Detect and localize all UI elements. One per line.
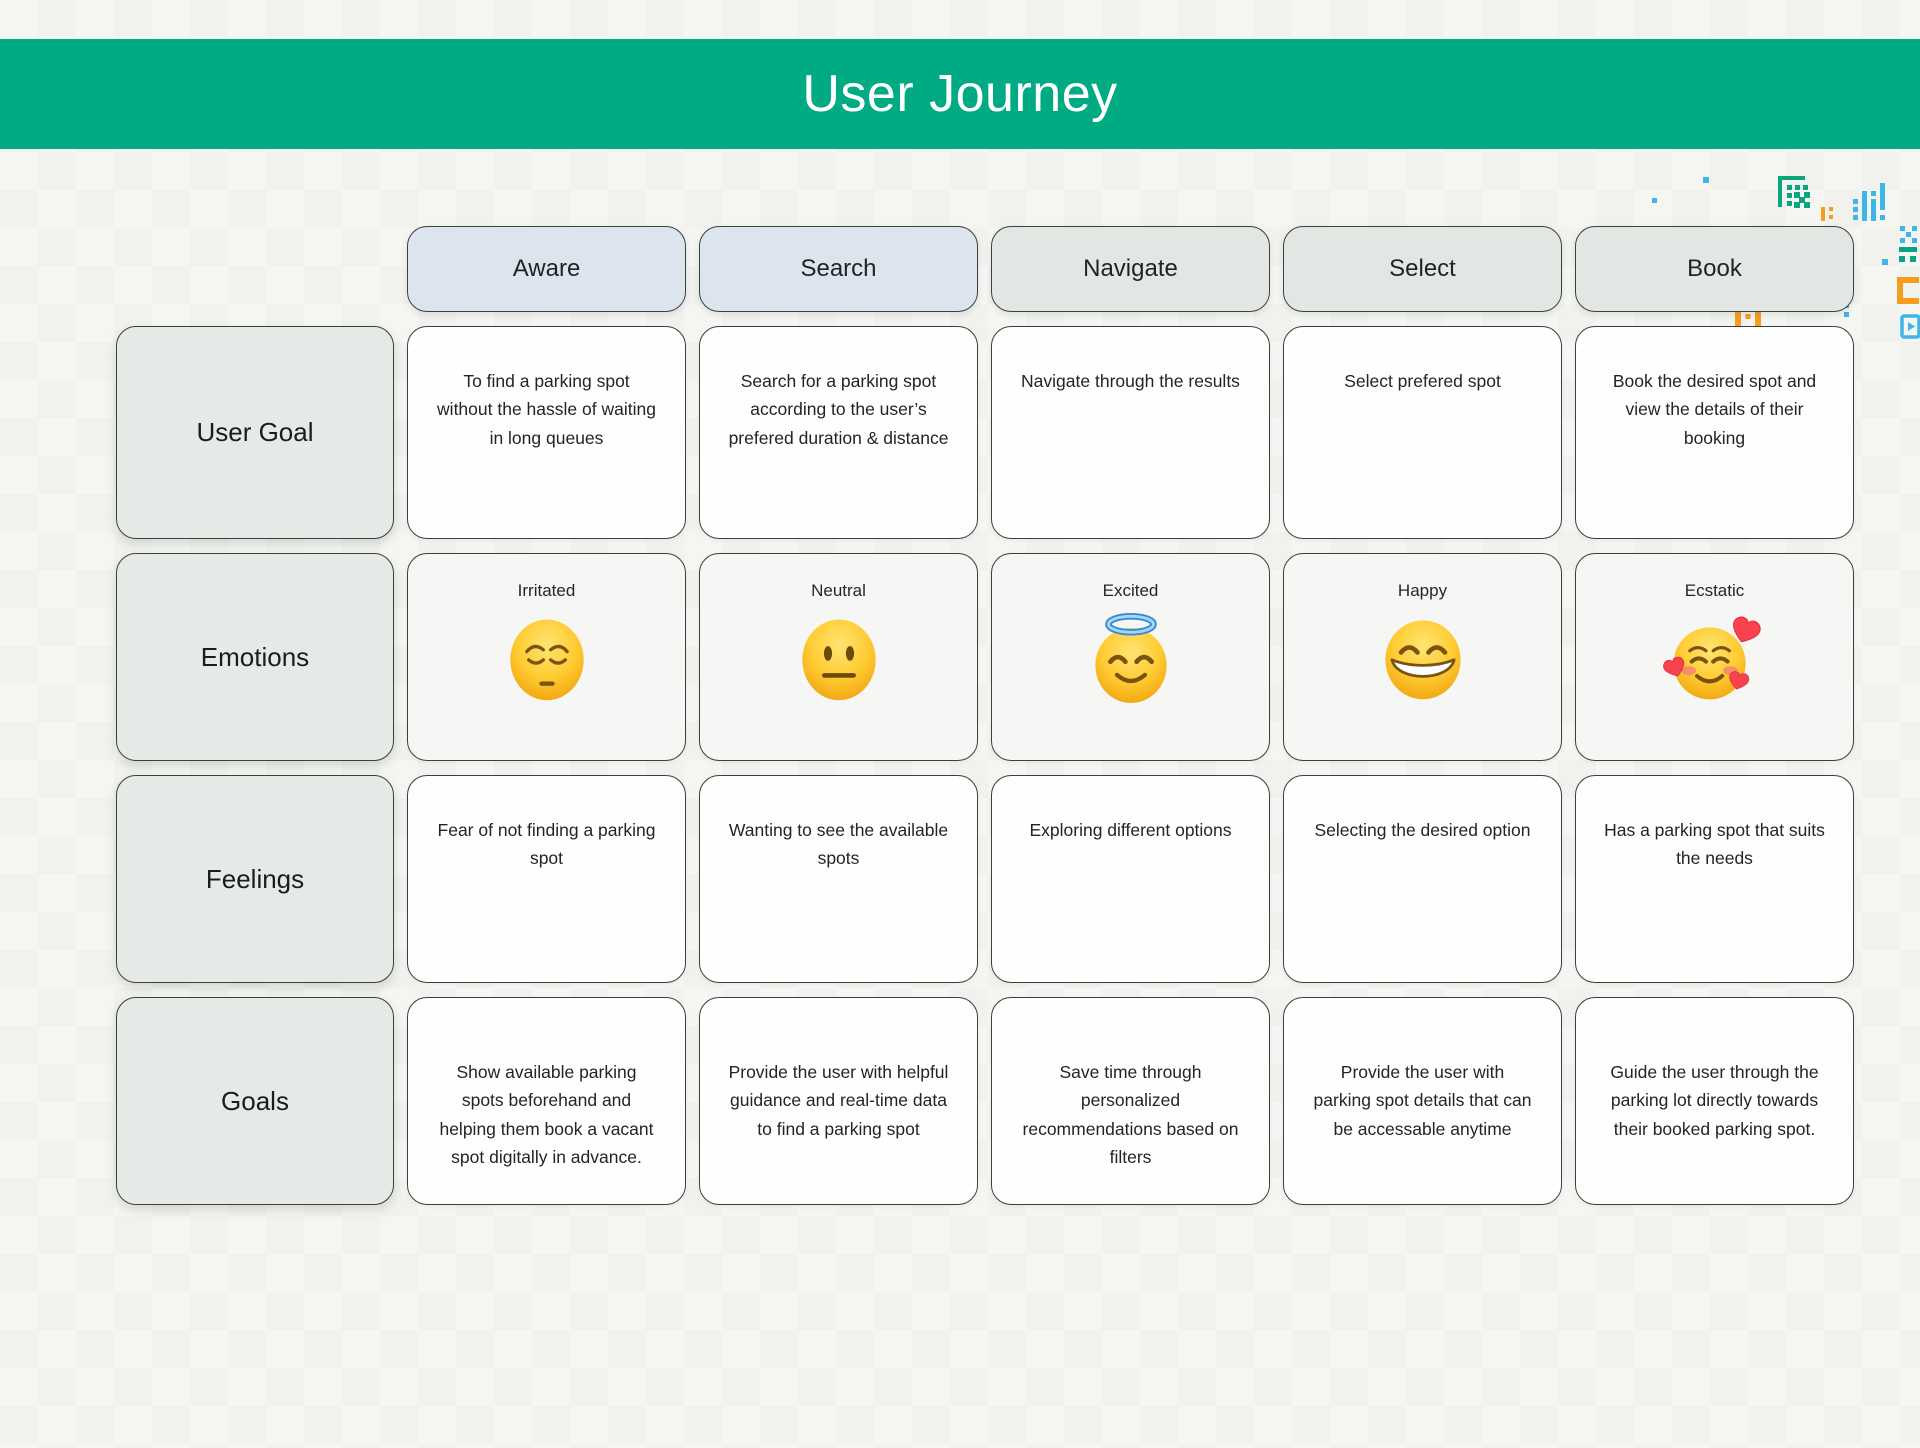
- pensive-face-emoji: [408, 605, 685, 711]
- cell-feelings-navigate[interactable]: Exploring different options: [991, 775, 1270, 983]
- cell-feelings-aware[interactable]: Fear of not finding a parking spot: [407, 775, 686, 983]
- title-banner: User Journey: [0, 39, 1920, 149]
- cell-text: To find a parking spot without the hassl…: [437, 371, 656, 448]
- cell-text: Has a parking spot that suits the needs: [1604, 820, 1825, 869]
- cell-user-goal-search[interactable]: Search for a parking spot according to t…: [699, 326, 978, 539]
- tiny-dot-icon: [1882, 259, 1888, 265]
- grinning-face-emoji: [1284, 605, 1561, 711]
- cell-goals-aware[interactable]: Show available parking spots beforehand …: [407, 997, 686, 1205]
- emotion-label: Excited: [1102, 581, 1159, 600]
- column-header-book[interactable]: Book: [1575, 226, 1854, 312]
- row-header-user-goal[interactable]: User Goal: [116, 326, 394, 539]
- neutral-face-emoji: [700, 605, 977, 711]
- cell-feelings-search[interactable]: Wanting to see the available spots: [699, 775, 978, 983]
- smiling-face-with-hearts-emoji: [1576, 605, 1853, 711]
- cell-text: Book the desired spot and view the detai…: [1612, 371, 1817, 448]
- column-header-navigate[interactable]: Navigate: [991, 226, 1270, 312]
- column-header-label: Aware: [512, 255, 581, 282]
- cell-user-goal-select[interactable]: Select prefered spot: [1283, 326, 1562, 539]
- cell-text: Search for a parking spot according to t…: [728, 371, 949, 448]
- cell-goals-navigate[interactable]: Save time through personalized recommend…: [991, 997, 1270, 1205]
- user-journey-board: Aware Search Navigate Select Book User G…: [116, 226, 1854, 1205]
- cell-text: Select prefered spot: [1344, 371, 1501, 391]
- bracket-icon: [1897, 277, 1919, 304]
- page-title: User Journey: [802, 65, 1118, 123]
- cell-emotions-search[interactable]: Neutral: [699, 553, 978, 761]
- colon-dots-icon: [1821, 207, 1833, 221]
- cell-user-goal-aware[interactable]: To find a parking spot without the hassl…: [407, 326, 686, 539]
- equals-pixels-icon: [1899, 247, 1917, 262]
- bar-chart-icon: [1853, 183, 1885, 221]
- column-header-label: Select: [1389, 255, 1456, 282]
- column-header-label: Book: [1687, 255, 1742, 282]
- row-header-label: User Goal: [196, 417, 314, 447]
- row-header-label: Emotions: [200, 641, 310, 672]
- x-pixels-icon: [1900, 226, 1917, 243]
- emotion-label: Ecstatic: [1684, 581, 1745, 600]
- cell-user-goal-book[interactable]: Book the desired spot and view the detai…: [1575, 326, 1854, 539]
- cell-emotions-select[interactable]: Happy: [1283, 553, 1562, 761]
- table-grid-icon: [1778, 176, 1810, 208]
- cell-text: Fear of not finding a parking spot: [437, 820, 656, 869]
- cell-user-goal-navigate[interactable]: Navigate through the results: [991, 326, 1270, 539]
- emotion-label: Irritated: [517, 581, 576, 600]
- grid-corner-spacer: [116, 226, 394, 312]
- smiling-face-with-halo-emoji: [992, 605, 1269, 711]
- emotion-label: Happy: [1397, 581, 1448, 600]
- column-header-label: Search: [800, 255, 877, 282]
- play-button-icon: [1900, 314, 1920, 339]
- cell-emotions-aware[interactable]: Irritated: [407, 553, 686, 761]
- column-header-label: Navigate: [1083, 255, 1178, 282]
- cell-emotions-navigate[interactable]: Excited: [991, 553, 1270, 761]
- row-header-goals[interactable]: Goals: [116, 997, 394, 1205]
- tiny-dot-icon: [1652, 198, 1657, 203]
- cell-text: Wanting to see the available spots: [728, 820, 949, 869]
- cell-emotions-book[interactable]: Ecstatic: [1575, 553, 1854, 761]
- cell-text: Provide the user with helpful guidance a…: [728, 1062, 949, 1139]
- row-header-emotions[interactable]: Emotions: [116, 553, 394, 761]
- column-header-select[interactable]: Select: [1283, 226, 1562, 312]
- cell-feelings-select[interactable]: Selecting the desired option: [1283, 775, 1562, 983]
- column-header-aware[interactable]: Aware: [407, 226, 686, 312]
- cell-text: Exploring different options: [1029, 820, 1232, 840]
- cell-text: Show available parking spots beforehand …: [439, 1062, 654, 1168]
- cell-text: Guide the user through the parking lot d…: [1610, 1062, 1819, 1139]
- cell-goals-search[interactable]: Provide the user with helpful guidance a…: [699, 997, 978, 1205]
- column-header-search[interactable]: Search: [699, 226, 978, 312]
- cell-goals-book[interactable]: Guide the user through the parking lot d…: [1575, 997, 1854, 1205]
- cell-text: Navigate through the results: [1021, 371, 1240, 391]
- tiny-dot-icon: [1703, 177, 1709, 183]
- row-header-label: Goals: [221, 1085, 289, 1116]
- cell-goals-select[interactable]: Provide the user with parking spot detai…: [1283, 997, 1562, 1205]
- cell-text: Save time through personalized recommend…: [1022, 1062, 1239, 1168]
- emotion-label: Neutral: [811, 581, 866, 600]
- cell-text: Selecting the desired option: [1314, 820, 1531, 840]
- row-header-label: Feelings: [205, 863, 305, 894]
- cell-text: Provide the user with parking spot detai…: [1313, 1062, 1532, 1139]
- row-header-feelings[interactable]: Feelings: [116, 775, 394, 983]
- cell-feelings-book[interactable]: Has a parking spot that suits the needs: [1575, 775, 1854, 983]
